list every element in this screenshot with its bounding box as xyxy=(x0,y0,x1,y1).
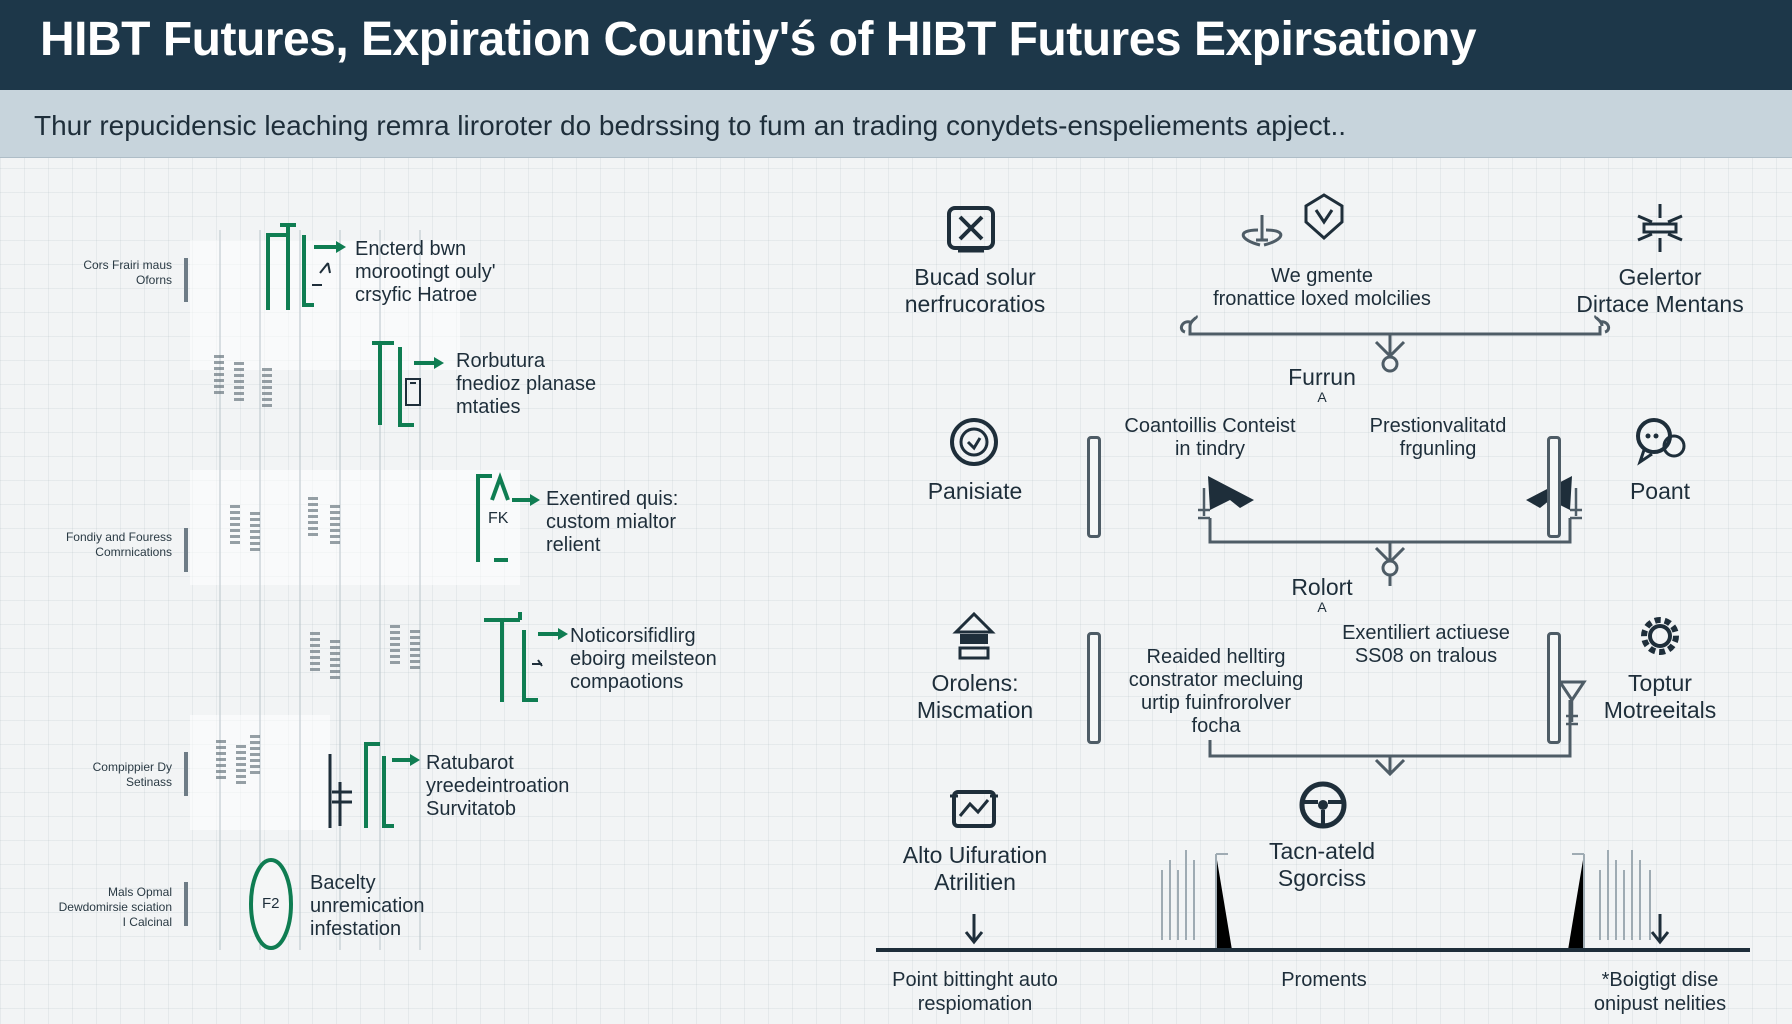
hub-mark: A xyxy=(1317,599,1327,615)
side-label-bar xyxy=(184,258,188,302)
shield-icon xyxy=(1304,193,1344,241)
step-marker-icon xyxy=(372,341,444,427)
house-stack-icon xyxy=(952,611,996,660)
side-label-bar xyxy=(184,528,188,572)
footer-label: *Boigtigt dise onipust nelities xyxy=(1593,969,1727,1015)
frame-icon xyxy=(950,790,998,828)
footer-label: Point bittinght auto respiomation xyxy=(892,969,1058,1015)
tick-mark xyxy=(308,497,318,539)
step-text: Noticorsifidlirg eboirg meilsteon compao… xyxy=(570,625,717,693)
node-label: We gmente fronattice loxed molcilies xyxy=(1213,265,1431,310)
branch-label: Coantoillis Conteist in tindry xyxy=(1124,415,1296,460)
node-label: Panisiate xyxy=(927,478,1023,504)
gauge-icon xyxy=(950,418,998,466)
hub-mark: A xyxy=(1317,389,1327,405)
step-badge: FK xyxy=(488,510,509,527)
branch-label: Reaided helltirg constrator mecluing urt… xyxy=(1128,646,1304,737)
row-bracket xyxy=(1547,436,1561,538)
close-box-icon xyxy=(947,206,995,253)
branch-label: Prestionvalitatd frgunling xyxy=(1369,415,1507,460)
tick-mark xyxy=(234,362,244,404)
step-marker-icon xyxy=(476,472,540,562)
node-label: Tacn-ateld Sgorciss xyxy=(1268,838,1376,891)
tick-mark xyxy=(250,735,260,777)
tick-mark xyxy=(310,632,320,674)
final-badge-icon xyxy=(249,858,293,950)
row-bracket xyxy=(1087,436,1101,538)
node-label: Toptur Motreeitals xyxy=(1603,670,1717,723)
steering-wheel-icon xyxy=(1299,781,1347,829)
tick-mark xyxy=(390,625,400,667)
step-text: Ratubarot yreedeintroation Survitatob xyxy=(426,752,570,820)
tick-mark xyxy=(330,640,340,682)
tick-mark xyxy=(230,505,240,547)
footer-label: Proments xyxy=(1281,969,1367,991)
swimlane xyxy=(190,240,460,370)
node-label: Alto Uifuration Atrilitien xyxy=(902,842,1048,895)
page-title: HIBT Futures, Expiration Countiy'ś of HI… xyxy=(40,13,1477,66)
row-bracket xyxy=(1087,632,1101,744)
tick-mark xyxy=(262,368,272,410)
subheader-text: Thur repucidensic leaching remra lirorot… xyxy=(34,110,1347,141)
node-label: Orolens: Miscmation xyxy=(916,670,1034,723)
node-label: Gelertor Dirtace Mentans xyxy=(1576,264,1744,317)
swimlane xyxy=(190,470,520,585)
node-label: Poant xyxy=(1629,478,1691,504)
step-text: Bacelty unremication infestation xyxy=(310,872,425,940)
side-label: Mals Opmal Dewdomirsie sciation I Calcin… xyxy=(58,885,172,929)
side-label-bar xyxy=(184,752,188,796)
final-badge-label: F2 xyxy=(262,895,280,912)
tick-mark xyxy=(330,505,340,547)
tick-mark xyxy=(250,512,260,554)
step-marker-icon xyxy=(484,612,568,702)
step-marker-icon xyxy=(328,742,420,828)
header-bar: HIBT Futures, Expiration Countiy'ś of HI… xyxy=(0,0,1792,90)
branch-label: Exentiliert actiuese SS08 on tralous xyxy=(1342,622,1510,667)
side-label-bar xyxy=(184,882,188,926)
node-label: Bucad solur nerfrucoratios xyxy=(904,264,1046,317)
step-text: Encterd bwn morootingt ouly' crsyfic Hat… xyxy=(355,238,496,306)
tick-mark xyxy=(216,740,226,782)
tick-mark xyxy=(214,355,224,397)
hub-label: Furrun xyxy=(1288,364,1356,390)
side-label: Fondiy and Fouress Comrnications xyxy=(65,530,172,559)
side-label: Cors Frairi maus Oforns xyxy=(83,258,172,287)
star-burst-icon xyxy=(1637,204,1683,252)
tick-mark xyxy=(410,630,420,672)
subheader-bar: Thur repucidensic leaching remra lirorot… xyxy=(0,90,1792,158)
chat-bubbles-icon xyxy=(1636,418,1686,466)
side-label: Compippier Dy Setinass xyxy=(92,760,172,789)
step-marker-icon xyxy=(266,223,346,310)
step-text: Exentired quis: custom mialtor relient xyxy=(546,488,679,556)
step-text: Rorbutura fnedioz planase mtaties xyxy=(456,350,597,418)
tick-mark xyxy=(236,745,246,787)
row-bracket xyxy=(1547,632,1561,744)
left-gridlines xyxy=(219,230,421,950)
hub-label: Rolort xyxy=(1291,574,1353,600)
gear-icon xyxy=(1641,617,1679,655)
